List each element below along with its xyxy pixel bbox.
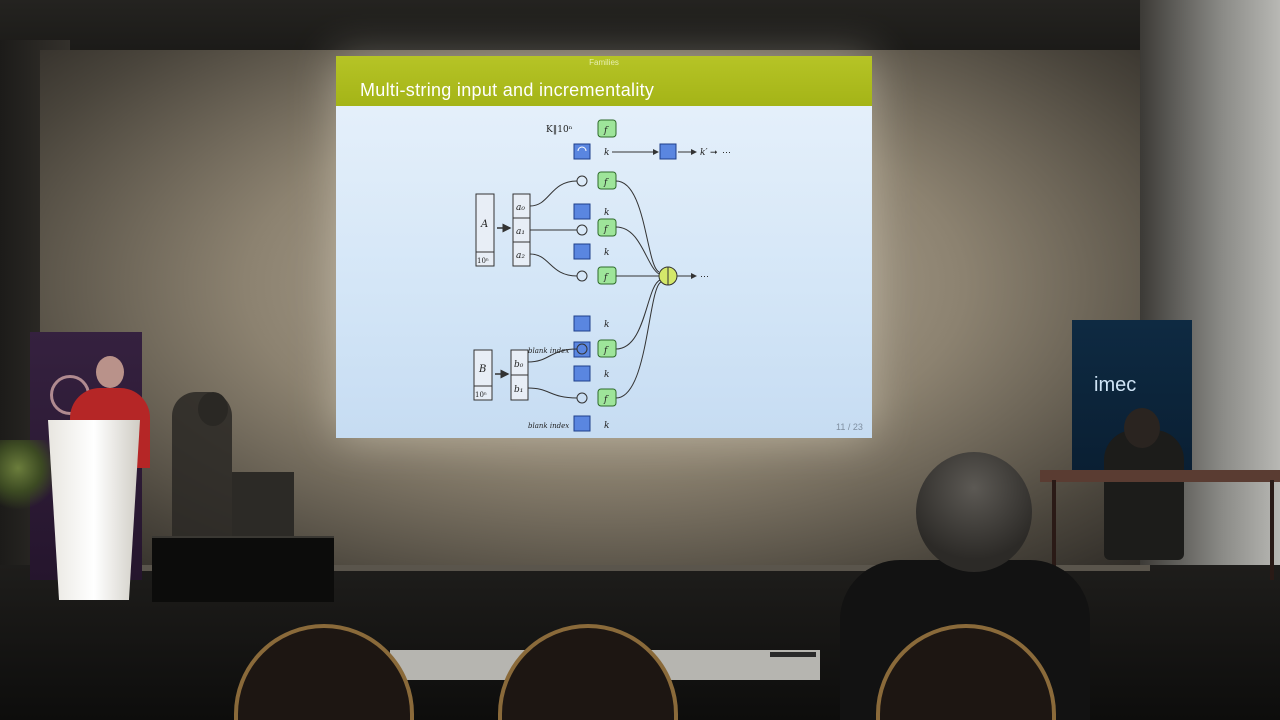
string-a-label: A <box>480 219 488 230</box>
xor-a0 <box>576 224 588 236</box>
table-leg-left <box>1052 480 1056 580</box>
speaker-head <box>96 356 124 388</box>
curve-b1 <box>527 387 578 399</box>
lectern-shadow <box>232 472 294 536</box>
to-combiner-4 <box>615 279 661 350</box>
string-b-box <box>473 349 493 401</box>
k-label-a0: k <box>604 208 609 218</box>
f-box-b0 <box>597 339 617 358</box>
f-label-a2: f <box>603 273 609 283</box>
arrow-glyph-top: ➞ <box>710 148 718 158</box>
construction-diagram: K​‖​10ⁿ f k k′ ➞ ⋯ A 10ⁿ a₀ a₁ a₂ <box>473 119 731 432</box>
speaker-shadow-head <box>198 392 228 426</box>
f-label-a1: f <box>603 225 609 235</box>
k-label-b1: k <box>604 370 609 380</box>
string-b-label: B <box>478 364 486 375</box>
perm-box-b-top <box>573 315 591 332</box>
a-part-0: a₀ <box>516 203 525 213</box>
b-part-0: b₀ <box>514 360 524 370</box>
projected-slide: Families Multi-string input and incremen… <box>336 56 872 438</box>
stage-edge <box>130 565 1150 571</box>
stage-monitor <box>152 536 334 602</box>
b-part-1: b₁ <box>514 385 523 395</box>
k-label-0: k <box>604 148 609 158</box>
slide-page-number: 11 / 23 <box>836 422 863 432</box>
f-label-top: f <box>603 126 609 136</box>
perm-icon-0 <box>577 146 587 152</box>
seated-person <box>1104 430 1184 560</box>
string-a-padding: 10ⁿ <box>477 257 489 265</box>
audience-member-head <box>916 452 1032 572</box>
perm-box-a0 <box>573 203 591 220</box>
f-box-top <box>597 119 617 138</box>
f-label-a0: f <box>603 178 609 188</box>
curve-a0 <box>529 180 578 207</box>
xor-a2 <box>576 270 588 282</box>
curve-a2 <box>529 253 578 277</box>
perm-box-a1 <box>573 243 591 260</box>
curve-b0 <box>527 348 578 363</box>
imec-logo-text: imec <box>1094 374 1137 396</box>
pen <box>770 652 816 657</box>
a-row-2: f <box>529 253 617 285</box>
slide-section-label: Families <box>589 58 619 67</box>
f-box-b1 <box>597 388 617 407</box>
blank-index-label-1: blank index <box>528 347 569 355</box>
k-label-blank-2: k <box>604 421 609 431</box>
top-input-label: K​‖​10ⁿ <box>546 125 573 135</box>
string-b-padding: 10ⁿ <box>475 391 487 399</box>
seated-person-head <box>1124 408 1160 448</box>
perm-box-b1 <box>573 365 591 382</box>
perm-box-a0b <box>574 164 590 179</box>
slide-title-bar <box>336 56 872 106</box>
slide-title: Multi-string input and incrementality <box>360 80 655 100</box>
k-label-a1: k <box>604 248 609 258</box>
xor-a1 <box>576 175 588 187</box>
xor-b1 <box>576 392 588 404</box>
perm-box-blank-2 <box>573 415 591 432</box>
table-leg-right <box>1270 480 1274 580</box>
k-prime-label: k′ <box>700 148 708 158</box>
perm-box-0 <box>573 143 591 160</box>
to-combiner-5 <box>615 281 662 399</box>
string-a-box <box>475 193 495 267</box>
perm-box-top-right <box>659 143 677 160</box>
f-label-b0: f <box>603 346 609 356</box>
to-combiner-2 <box>615 226 660 275</box>
a-part-1: a₁ <box>516 227 525 237</box>
lectern <box>48 420 140 600</box>
a-part-2: a₂ <box>516 251 525 261</box>
a-row-1: f k <box>530 175 617 260</box>
panel-table <box>1040 470 1280 482</box>
to-combiner-1 <box>615 180 660 273</box>
k-label-b-top: k <box>604 320 609 330</box>
ellipsis-top: ⋯ <box>722 148 731 158</box>
f-label-b1: f <box>603 395 609 405</box>
blank-index-label-2: blank index <box>528 422 569 430</box>
a-row-0: k f <box>529 164 617 236</box>
ellipsis-combiner: ⋯ <box>700 272 709 282</box>
